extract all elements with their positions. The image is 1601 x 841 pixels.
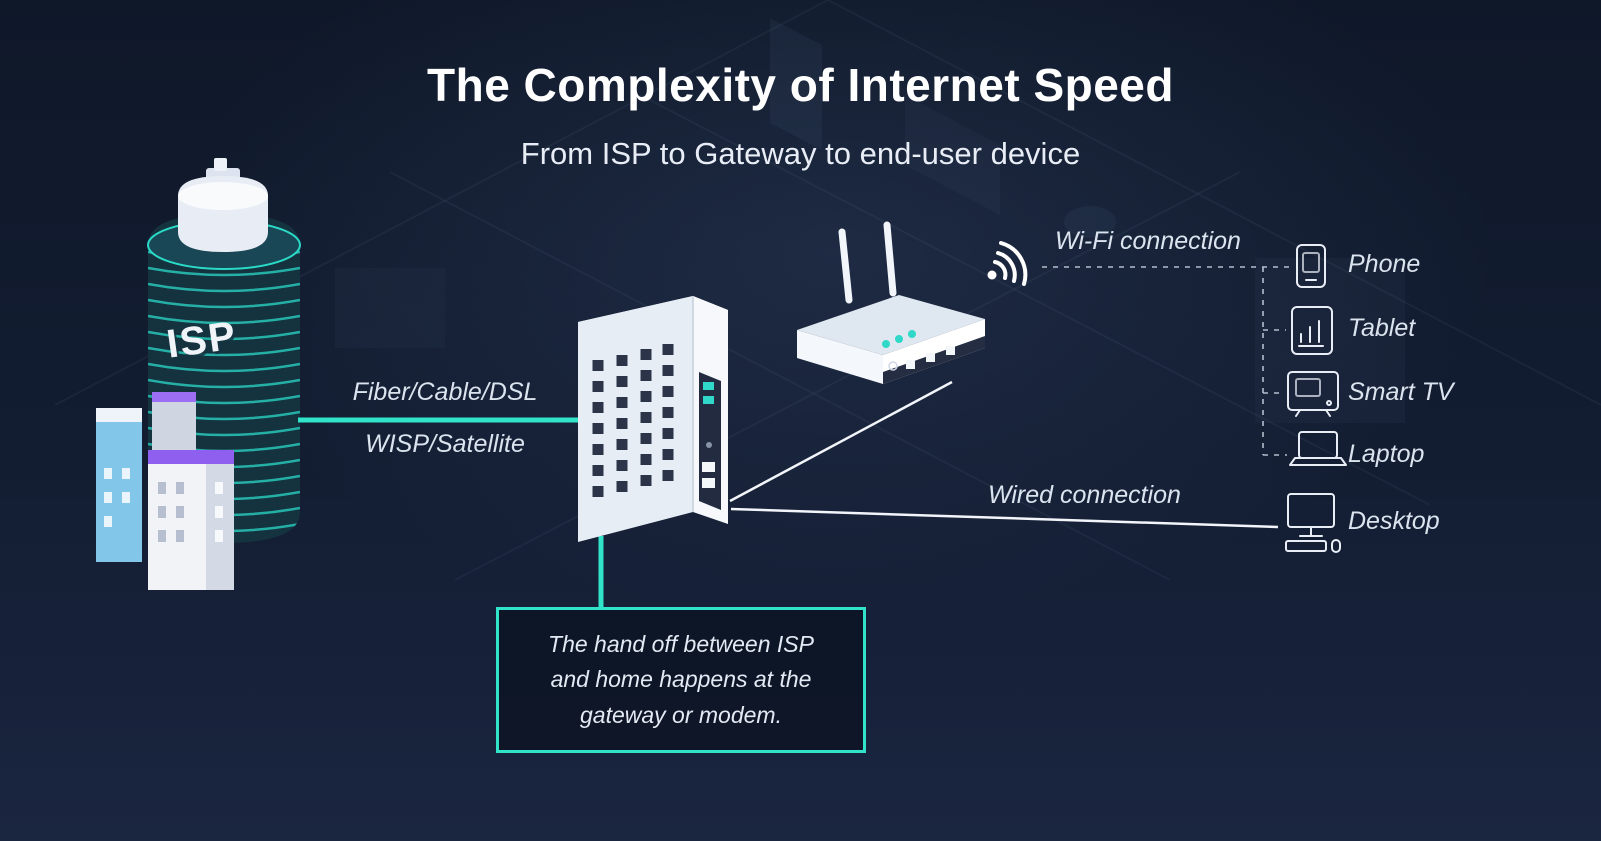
isp-building: [147, 158, 301, 543]
wired-line: [730, 507, 1279, 529]
desktop-icon: [1285, 493, 1341, 553]
floorplan-background: [54, 0, 1601, 581]
page-title: The Complexity of Internet Speed: [427, 59, 1174, 111]
gateway-callout-text: The hand off between ISP and home happen…: [548, 630, 814, 728]
connection-lines: [298, 266, 1291, 610]
device-label-desktop: Desktop: [1348, 507, 1440, 535]
device-label-laptop: Laptop: [1348, 440, 1425, 468]
wifi-router: [797, 221, 985, 384]
page-subtitle: From ISP to Gateway to end-user device: [520, 136, 1081, 171]
device-label-phone: Phone: [1348, 250, 1421, 278]
phone-icon: [1296, 244, 1326, 288]
wifi-dashed-lines: [1042, 266, 1291, 456]
wisp-satellite-label: WISP/Satellite: [365, 430, 525, 458]
tablet-icon: [1291, 306, 1333, 355]
gateway-callout-box: The hand off between ISP and home happen…: [496, 607, 866, 753]
wifi-connection-label: Wi-Fi connection: [1055, 227, 1241, 255]
city-buildings: [96, 392, 234, 590]
device-label-tablet: Tablet: [1348, 314, 1416, 342]
fiber-cable-dsl-label: Fiber/Cable/DSL: [352, 378, 538, 406]
wifi-signal-icon: [987, 241, 1028, 286]
modem-gateway: [578, 296, 728, 542]
modem-router-line: [729, 380, 953, 503]
smart-tv-icon: [1287, 371, 1339, 417]
device-label-smart-tv: Smart TV: [1348, 378, 1454, 406]
laptop-icon: [1289, 431, 1347, 466]
wired-connection-label: Wired connection: [988, 481, 1181, 509]
